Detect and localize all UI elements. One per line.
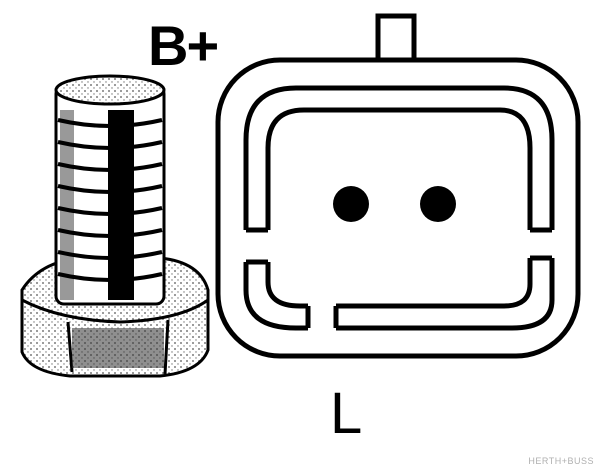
- threaded-stud-icon: [20, 74, 210, 378]
- terminal-label-l: L: [330, 381, 363, 446]
- terminal-label-b-plus: B+: [148, 14, 219, 77]
- pin-2-icon: [420, 186, 456, 222]
- brand-watermark: HERTH+BUSS: [528, 456, 594, 466]
- pin-1-icon: [333, 186, 369, 222]
- two-pin-connector-icon: [215, 13, 581, 359]
